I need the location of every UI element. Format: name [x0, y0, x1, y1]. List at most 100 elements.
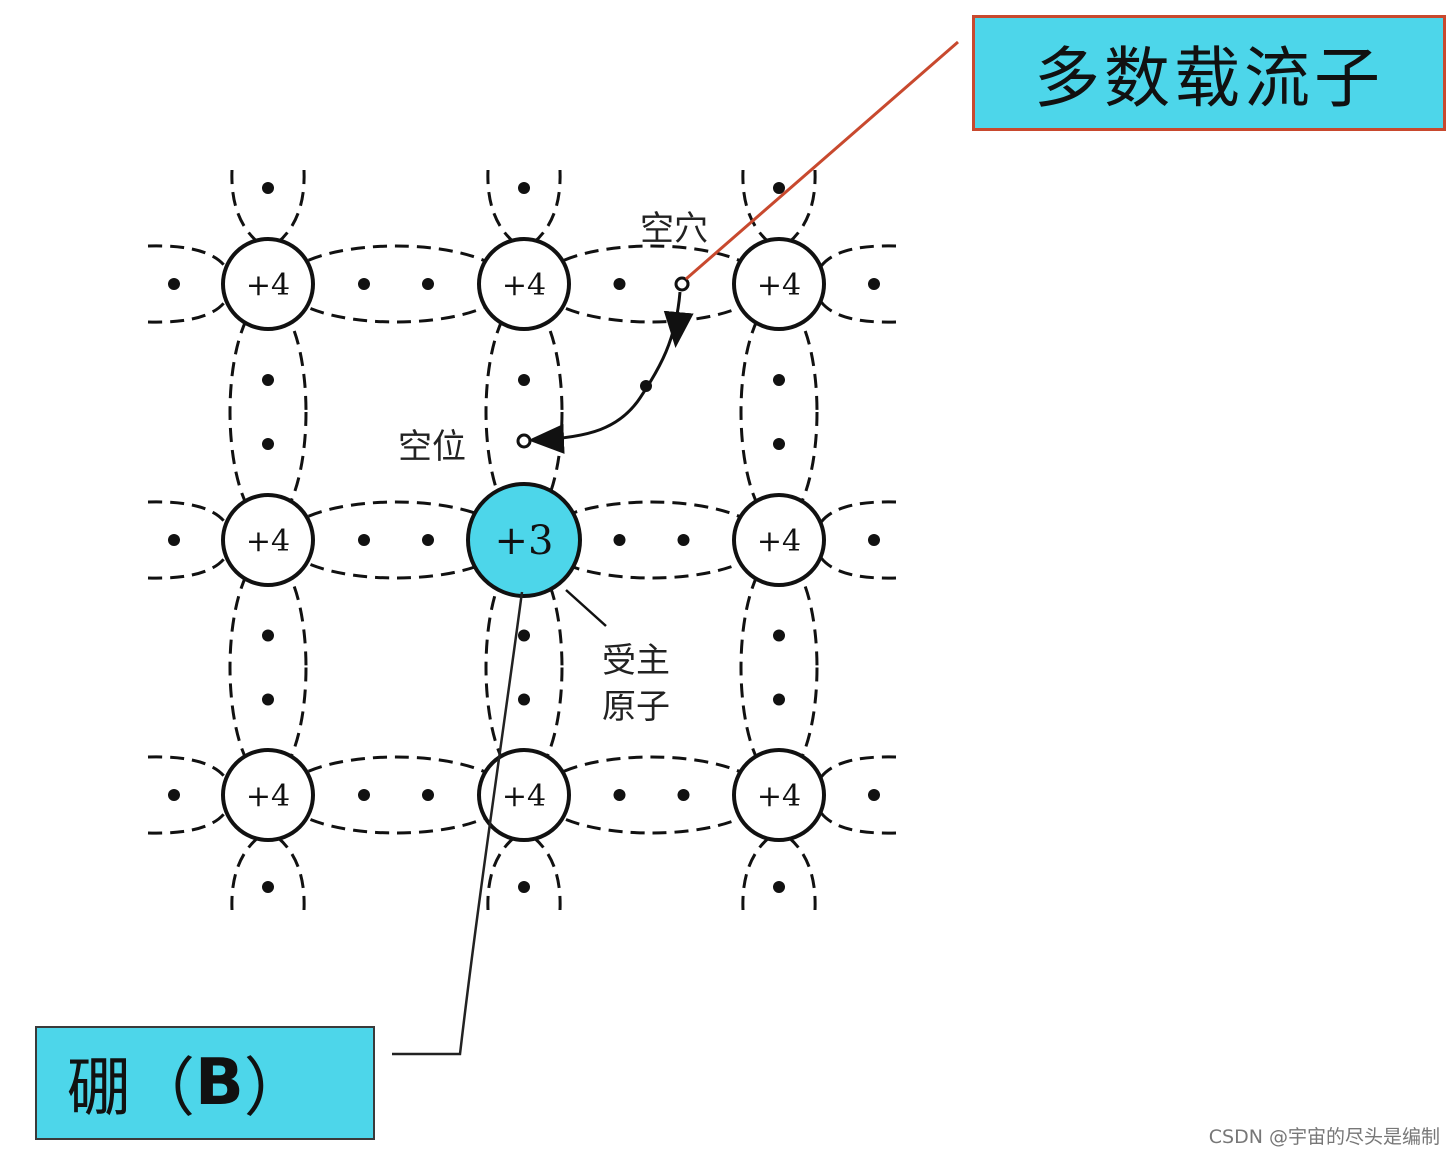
electron-dot	[518, 693, 530, 706]
bond-edge	[814, 547, 897, 580]
electron-dot	[773, 438, 785, 450]
bond-edge	[814, 244, 897, 277]
bond-edge	[531, 834, 562, 911]
electron-dot	[868, 534, 880, 546]
silicon-atom	[732, 237, 826, 331]
silicon-atom	[477, 237, 571, 331]
electron-dot	[613, 534, 626, 546]
electron-dot	[518, 881, 530, 893]
silicon-atom	[221, 493, 315, 587]
electron-dot	[773, 693, 785, 706]
bond-ellipse	[282, 755, 510, 835]
bond-edge	[531, 169, 562, 246]
electron-dot	[518, 374, 530, 386]
boron-prefix: 硼（	[67, 1052, 195, 1126]
electron-dot	[358, 789, 370, 801]
bond-edge	[230, 169, 261, 246]
bond-ellipse	[228, 554, 308, 781]
electron-dot	[773, 182, 785, 194]
electron-dot	[518, 629, 530, 642]
electron-dot	[262, 693, 274, 706]
boron-pointer	[392, 591, 524, 1056]
bond-edge	[741, 834, 772, 911]
electron-dot	[422, 278, 434, 290]
bond-ellipse	[739, 554, 819, 781]
acceptor-leader-line	[565, 589, 607, 627]
electron-dot	[613, 789, 626, 801]
bond-edge	[814, 755, 897, 788]
bond-edge	[147, 244, 232, 277]
silicon-atom	[477, 748, 571, 842]
electron-dot	[422, 534, 434, 546]
bond-edge	[786, 834, 817, 911]
bond-ellipse	[739, 298, 819, 526]
electron-dot	[773, 374, 785, 386]
acceptor-atom-charge: +3	[495, 518, 554, 564]
silicon-atom-charge: +4	[246, 524, 290, 559]
silicon-atom-charge: +4	[502, 268, 546, 303]
electron-dot	[773, 881, 785, 893]
bond-edge	[814, 500, 897, 533]
path-upper-arrow	[663, 310, 694, 348]
electron-dot	[422, 789, 434, 801]
moving-electron	[640, 380, 652, 392]
silicon-atom	[732, 748, 826, 842]
silicon-atom-charge: +4	[757, 524, 801, 559]
vacancy-marker	[516, 433, 532, 449]
majority-carrier-text: 多数载流子	[1034, 40, 1384, 117]
bond-edge	[486, 834, 517, 911]
bond-edge	[814, 802, 897, 835]
vacancy-label: 空位	[398, 427, 466, 467]
electron-dot	[677, 534, 690, 546]
bond-edge	[275, 169, 306, 246]
bond-ellipse	[538, 755, 765, 835]
electron-dot	[868, 278, 880, 290]
electron-dot	[262, 629, 274, 642]
lattice-atoms: +4 +4 +4 +4 +3 +4 +4 +4 +4	[221, 237, 826, 842]
silicon-atom-charge: +4	[246, 268, 290, 303]
bond-edge	[230, 834, 261, 911]
acceptor-atom	[466, 482, 582, 598]
bond-edge	[275, 834, 306, 911]
bond-edge	[486, 169, 517, 246]
boron-suffix: ）	[243, 1052, 308, 1126]
bond-edge	[786, 169, 817, 246]
bond-edge	[147, 547, 232, 580]
electron-dot	[262, 374, 274, 386]
electron-dot	[868, 789, 880, 801]
electron-dot	[262, 182, 274, 194]
bond-ellipse	[538, 244, 765, 324]
electron-dot	[613, 278, 626, 290]
majority-carrier-pointer	[685, 40, 959, 281]
bond-edge	[147, 500, 232, 533]
bond-edge	[147, 755, 232, 788]
silicon-atom	[732, 493, 826, 587]
electron-dot	[262, 881, 274, 893]
electron-dot	[358, 534, 370, 546]
bond-edge	[741, 169, 772, 246]
bond-ellipse	[282, 244, 510, 324]
silicon-atom-charge: +4	[246, 779, 290, 814]
electron-dot	[358, 278, 370, 290]
bond-edge	[814, 291, 897, 324]
silicon-atom	[221, 237, 315, 331]
boron-symbol: B	[195, 1046, 244, 1120]
electron-dot	[773, 629, 785, 642]
bond-ellipse	[228, 298, 308, 526]
bond-edge	[147, 802, 232, 835]
silicon-atom-charge: +4	[757, 268, 801, 303]
boron-callout: 硼（B）	[35, 1026, 375, 1140]
hole-marker	[674, 276, 690, 292]
electron-dot	[518, 182, 530, 194]
acceptor-label-line2: 原子	[602, 687, 670, 727]
watermark-text: CSDN @宇宙的尽头是编制	[1208, 1126, 1440, 1148]
electron-dot	[168, 789, 180, 801]
electron-dot	[168, 534, 180, 546]
silicon-atom-charge: +4	[502, 779, 546, 814]
acceptor-label-line1: 受主	[602, 641, 670, 681]
electron-dot	[168, 278, 180, 290]
bond-edge	[147, 291, 232, 324]
silicon-atom-charge: +4	[757, 779, 801, 814]
electron-dot	[677, 789, 690, 801]
